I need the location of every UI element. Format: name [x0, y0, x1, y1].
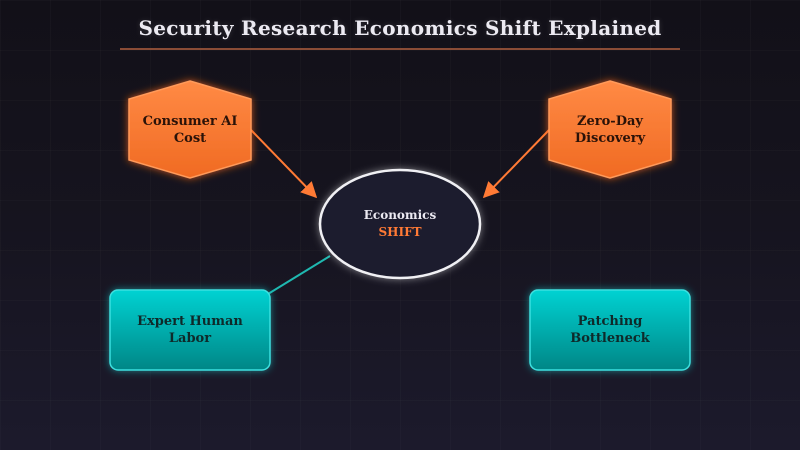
economics-label: Economics	[363, 208, 437, 222]
consumer-ai-cost-line1: Consumer AI	[142, 113, 238, 129]
patching-bottleneck-label: Patching Bottleneck	[530, 290, 690, 370]
economics-shift-label: Economics SHIFT	[320, 196, 480, 252]
patching-bottleneck-line2: Bottleneck	[570, 331, 650, 346]
hexagon-consumer-ai-cost[interactable]	[128, 80, 252, 179]
consumer-ai-cost-line2: Cost	[173, 130, 207, 146]
box-patching-bottleneck[interactable]	[529, 289, 691, 371]
edge-consumer-ai-to-center	[250, 129, 318, 199]
hexagon-zero-day-discovery[interactable]	[548, 80, 672, 179]
edge-zero-day-to-center	[482, 129, 550, 199]
patching-bottleneck-line1: Patching	[577, 314, 643, 329]
expert-human-labor-line1: Expert Human	[137, 314, 243, 329]
title-underline	[120, 48, 680, 50]
expert-human-labor-label: Expert Human Labor	[110, 290, 270, 370]
shift-label: SHIFT	[378, 225, 422, 239]
diagram-title: Security Research Economics Shift Explai…	[138, 16, 662, 40]
expert-human-labor-line2: Labor	[168, 331, 212, 346]
ellipse-economics-shift[interactable]	[318, 168, 482, 280]
zero-day-discovery-label: Zero-Day Discovery	[549, 99, 671, 160]
consumer-ai-cost-label: Consumer AI Cost	[129, 99, 251, 160]
edge-center-to-expert-labor	[267, 255, 331, 295]
zero-day-discovery-line1: Zero-Day	[577, 113, 643, 129]
zero-day-discovery-line2: Discovery	[574, 130, 646, 146]
box-expert-human-labor[interactable]	[109, 289, 271, 371]
